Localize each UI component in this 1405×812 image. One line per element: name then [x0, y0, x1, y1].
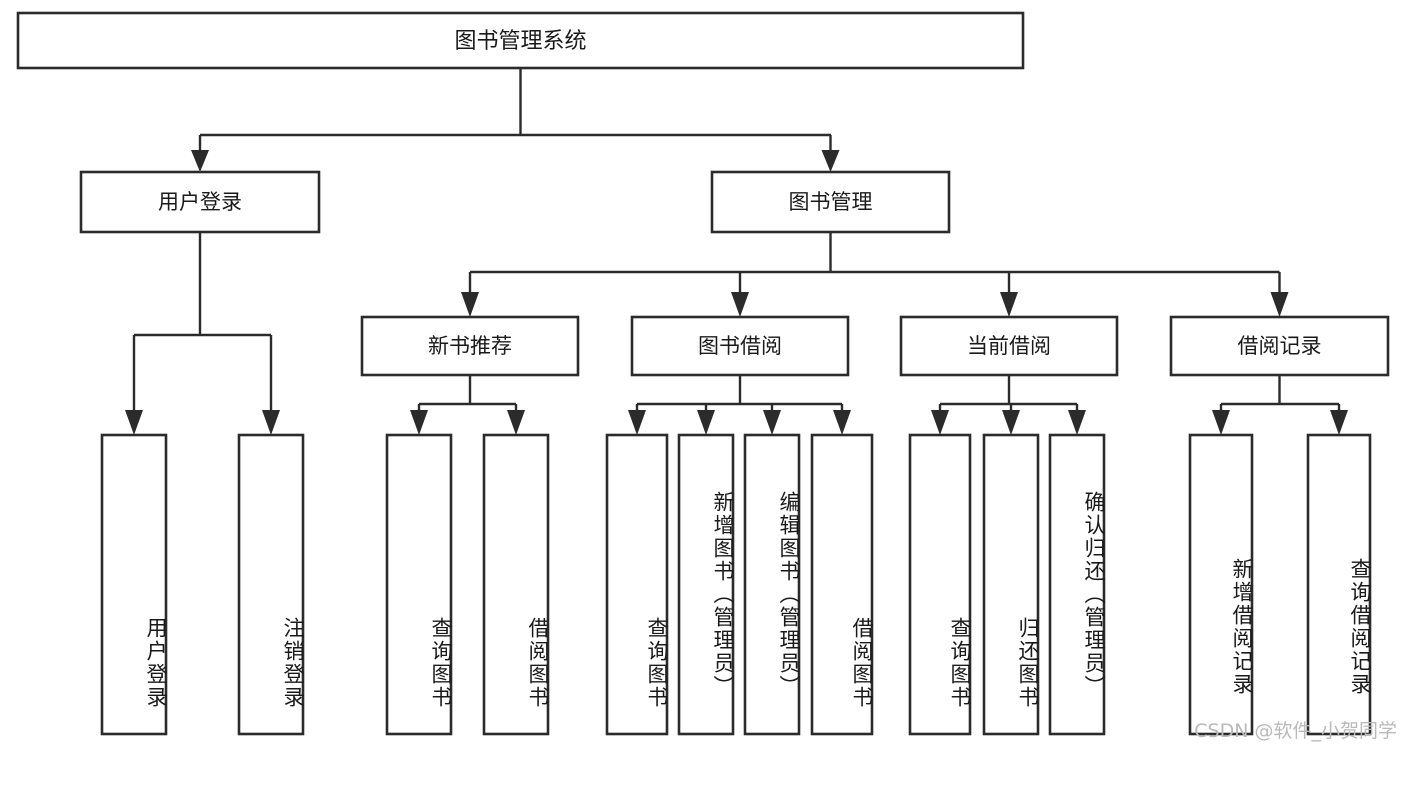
arrow-to-leaf-user-login [125, 410, 143, 435]
node-user-login-box[interactable] [79, 170, 321, 234]
node-leaf-query-borrow-record-box[interactable] [1306, 433, 1372, 736]
arrow-to-leaf-return-book [1002, 410, 1020, 435]
arrow-to-borrow-records [1270, 292, 1289, 317]
arrow-to-user-login [191, 150, 209, 172]
arrow-to-book-borrow [731, 292, 749, 317]
node-leaf-query-book-borrow-box[interactable] [605, 433, 669, 736]
arrow-to-book-management [821, 150, 840, 172]
node-leaf-confirm-return-box[interactable] [1048, 433, 1106, 736]
node-new-book-recommend[interactable]: 新书推荐 [360, 315, 580, 377]
diagram-canvas: 图书管理系统 用户登录 图书管理 新书推荐 图书借阅 当前借阅 借阅记录 [16, 11, 1397, 742]
node-leaf-query-book-current-box[interactable] [908, 433, 972, 736]
node-leaf-return-book-box[interactable] [982, 433, 1040, 736]
arrow-to-leaf-query-book-recommend [410, 410, 428, 435]
node-leaf-add-borrow-record-box[interactable] [1188, 433, 1254, 736]
node-current-borrow-box[interactable] [899, 315, 1119, 377]
arrow-to-current-borrow [1000, 292, 1018, 317]
node-leaf-borrow-book-recommend-box[interactable] [482, 433, 550, 736]
node-book-management-label: 图书管理 [789, 190, 873, 214]
node-new-book-recommend-label: 新书推荐 [428, 334, 512, 358]
leaf-layer [100, 433, 1372, 736]
node-current-borrow-label: 当前借阅 [967, 334, 1051, 358]
node-leaf-logout-box[interactable] [237, 433, 305, 736]
node-root-box[interactable] [16, 11, 1025, 70]
node-root-label: 图书管理系统 [454, 29, 586, 54]
node-leaf-user-login-box[interactable] [100, 433, 168, 736]
node-leaf-add-book-box[interactable] [677, 433, 735, 736]
node-leaf-borrow-book-box[interactable] [810, 433, 874, 736]
node-user-login[interactable]: 用户登录 [79, 170, 321, 234]
arrow-to-leaf-borrow-book [833, 410, 851, 435]
node-user-login-label: 用户登录 [158, 190, 242, 214]
flowchart-svg: 图书管理系统 用户登录 图书管理 新书推荐 图书借阅 当前借阅 借阅记录 [16, 11, 1390, 736]
node-root[interactable]: 图书管理系统 [16, 11, 1025, 70]
node-new-book-recommend-box[interactable] [360, 315, 580, 377]
node-book-borrow[interactable]: 图书借阅 [630, 315, 850, 377]
arrow-to-leaf-add-book [697, 410, 715, 435]
node-leaf-edit-book-box[interactable] [743, 433, 801, 736]
arrow-to-leaf-borrow-book-recommend [507, 410, 525, 435]
node-book-borrow-label: 图书借阅 [698, 334, 782, 358]
arrow-to-leaf-query-book-current [931, 410, 949, 435]
connector-layer [125, 68, 1348, 435]
node-current-borrow[interactable]: 当前借阅 [899, 315, 1119, 377]
arrow-to-leaf-query-book-borrow [628, 410, 646, 435]
node-borrow-records[interactable]: 借阅记录 [1169, 315, 1390, 377]
node-book-management[interactable]: 图书管理 [710, 170, 951, 234]
node-book-borrow-box[interactable] [630, 315, 850, 377]
arrow-to-leaf-logout [262, 410, 280, 435]
arrow-to-leaf-confirm-return [1068, 410, 1086, 435]
arrow-to-leaf-edit-book [763, 410, 781, 435]
node-borrow-records-box[interactable] [1169, 315, 1390, 377]
arrow-to-new-book-recommend [461, 292, 479, 317]
arrow-to-leaf-add-borrow-record [1212, 410, 1230, 435]
node-borrow-records-label: 借阅记录 [1238, 334, 1322, 358]
csdn-watermark: CSDN @软件_小贺同学 [1194, 720, 1397, 742]
node-book-management-box[interactable] [710, 170, 951, 234]
arrow-to-leaf-query-borrow-record [1330, 410, 1348, 435]
node-leaf-query-book-recommend-box[interactable] [385, 433, 453, 736]
